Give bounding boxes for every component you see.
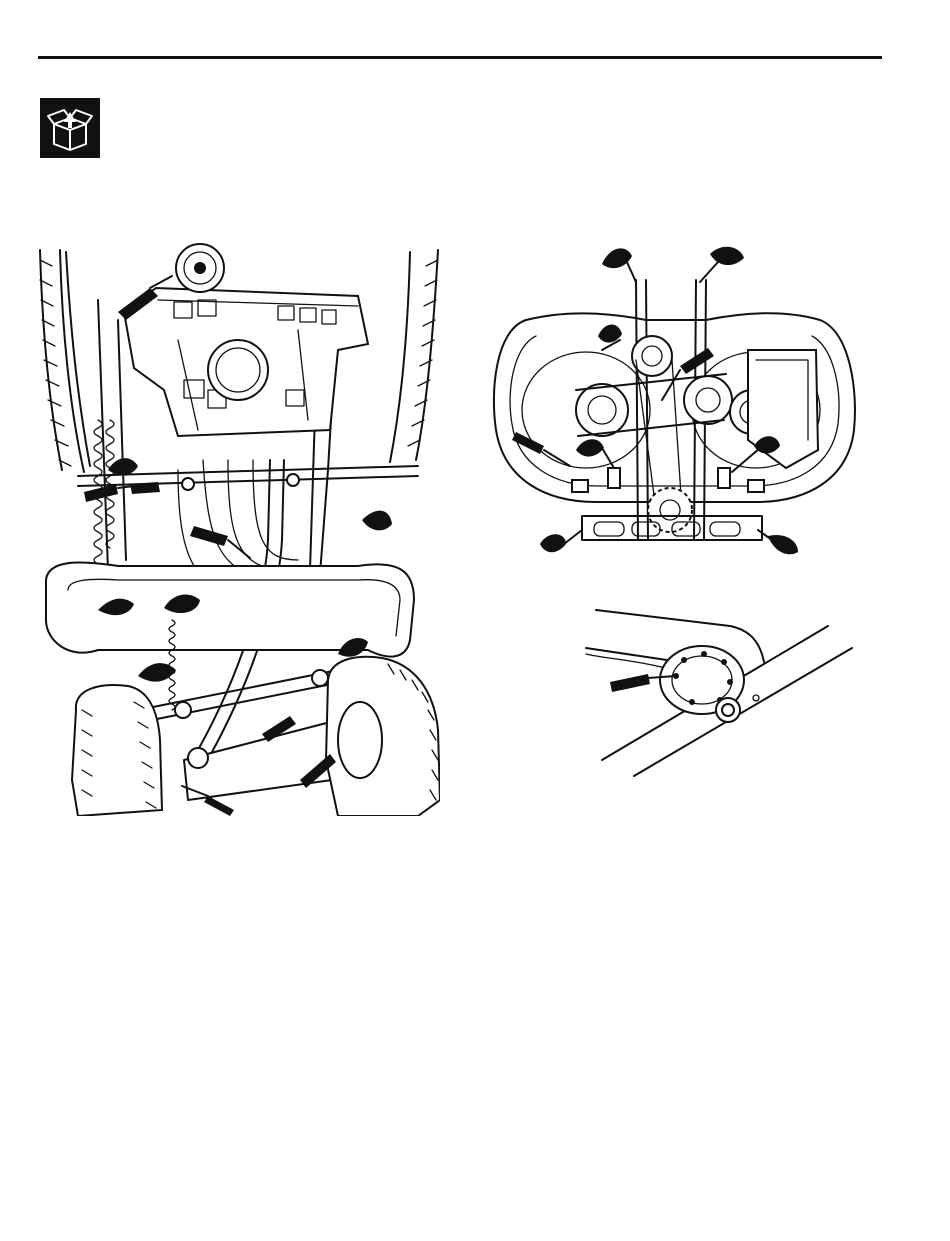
chassis-underside-illustration (38, 240, 440, 816)
mower-deck-illustration (486, 240, 860, 565)
blade-spindle-illustration (580, 602, 862, 780)
open-box-icon (40, 98, 100, 158)
header-rule (38, 56, 882, 59)
